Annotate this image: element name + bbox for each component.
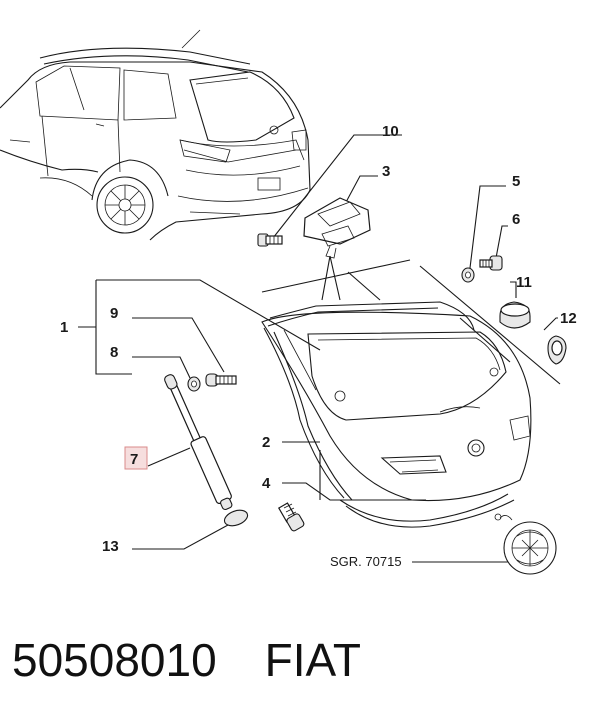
part-number: 50508010 [12,634,217,686]
part-7-gas-strut: 7 [124,374,233,511]
callout-8: 8 [110,344,118,361]
parts-diagram: 10 3 5 6 11 12 [0,29,577,575]
callout-5: 5 [512,173,520,190]
callout-7: 7 [130,451,138,468]
part-4-bolt: 4 [262,475,426,532]
callout-13: 13 [102,538,119,555]
group-1-bracket: 1 [60,279,321,375]
brand-name: FIAT [264,634,361,686]
part-13-cap: 13 [102,509,249,555]
part-2-tailgate: 2 [261,255,561,528]
emblem-assembly: SGR. 70715 [330,513,557,575]
part-12-plug: 12 [543,310,577,365]
car-overview [0,29,311,241]
part-5-washer: 5 [461,173,520,283]
part-11-bumper: 11 [499,274,532,329]
callout-2: 2 [262,434,270,451]
callout-11: 11 [516,274,532,291]
callout-10: 10 [382,123,399,140]
callout-9: 9 [110,305,118,322]
part-10-bolt: 10 [257,123,402,247]
callout-12: 12 [560,310,577,327]
reference-sgr: SGR. 70715 [330,554,402,569]
part-9-ball-stud: 9 [110,305,237,387]
callout-6: 6 [512,211,520,228]
part-3-latch: 3 [303,163,390,259]
part-8-ring: 8 [110,344,201,392]
callout-4: 4 [262,475,271,492]
callout-3: 3 [382,163,390,180]
callout-7-highlight [124,446,148,470]
footer: 50508010 FIAT [12,630,361,690]
part-6-screw: 6 [479,211,520,271]
callout-1: 1 [60,319,68,336]
